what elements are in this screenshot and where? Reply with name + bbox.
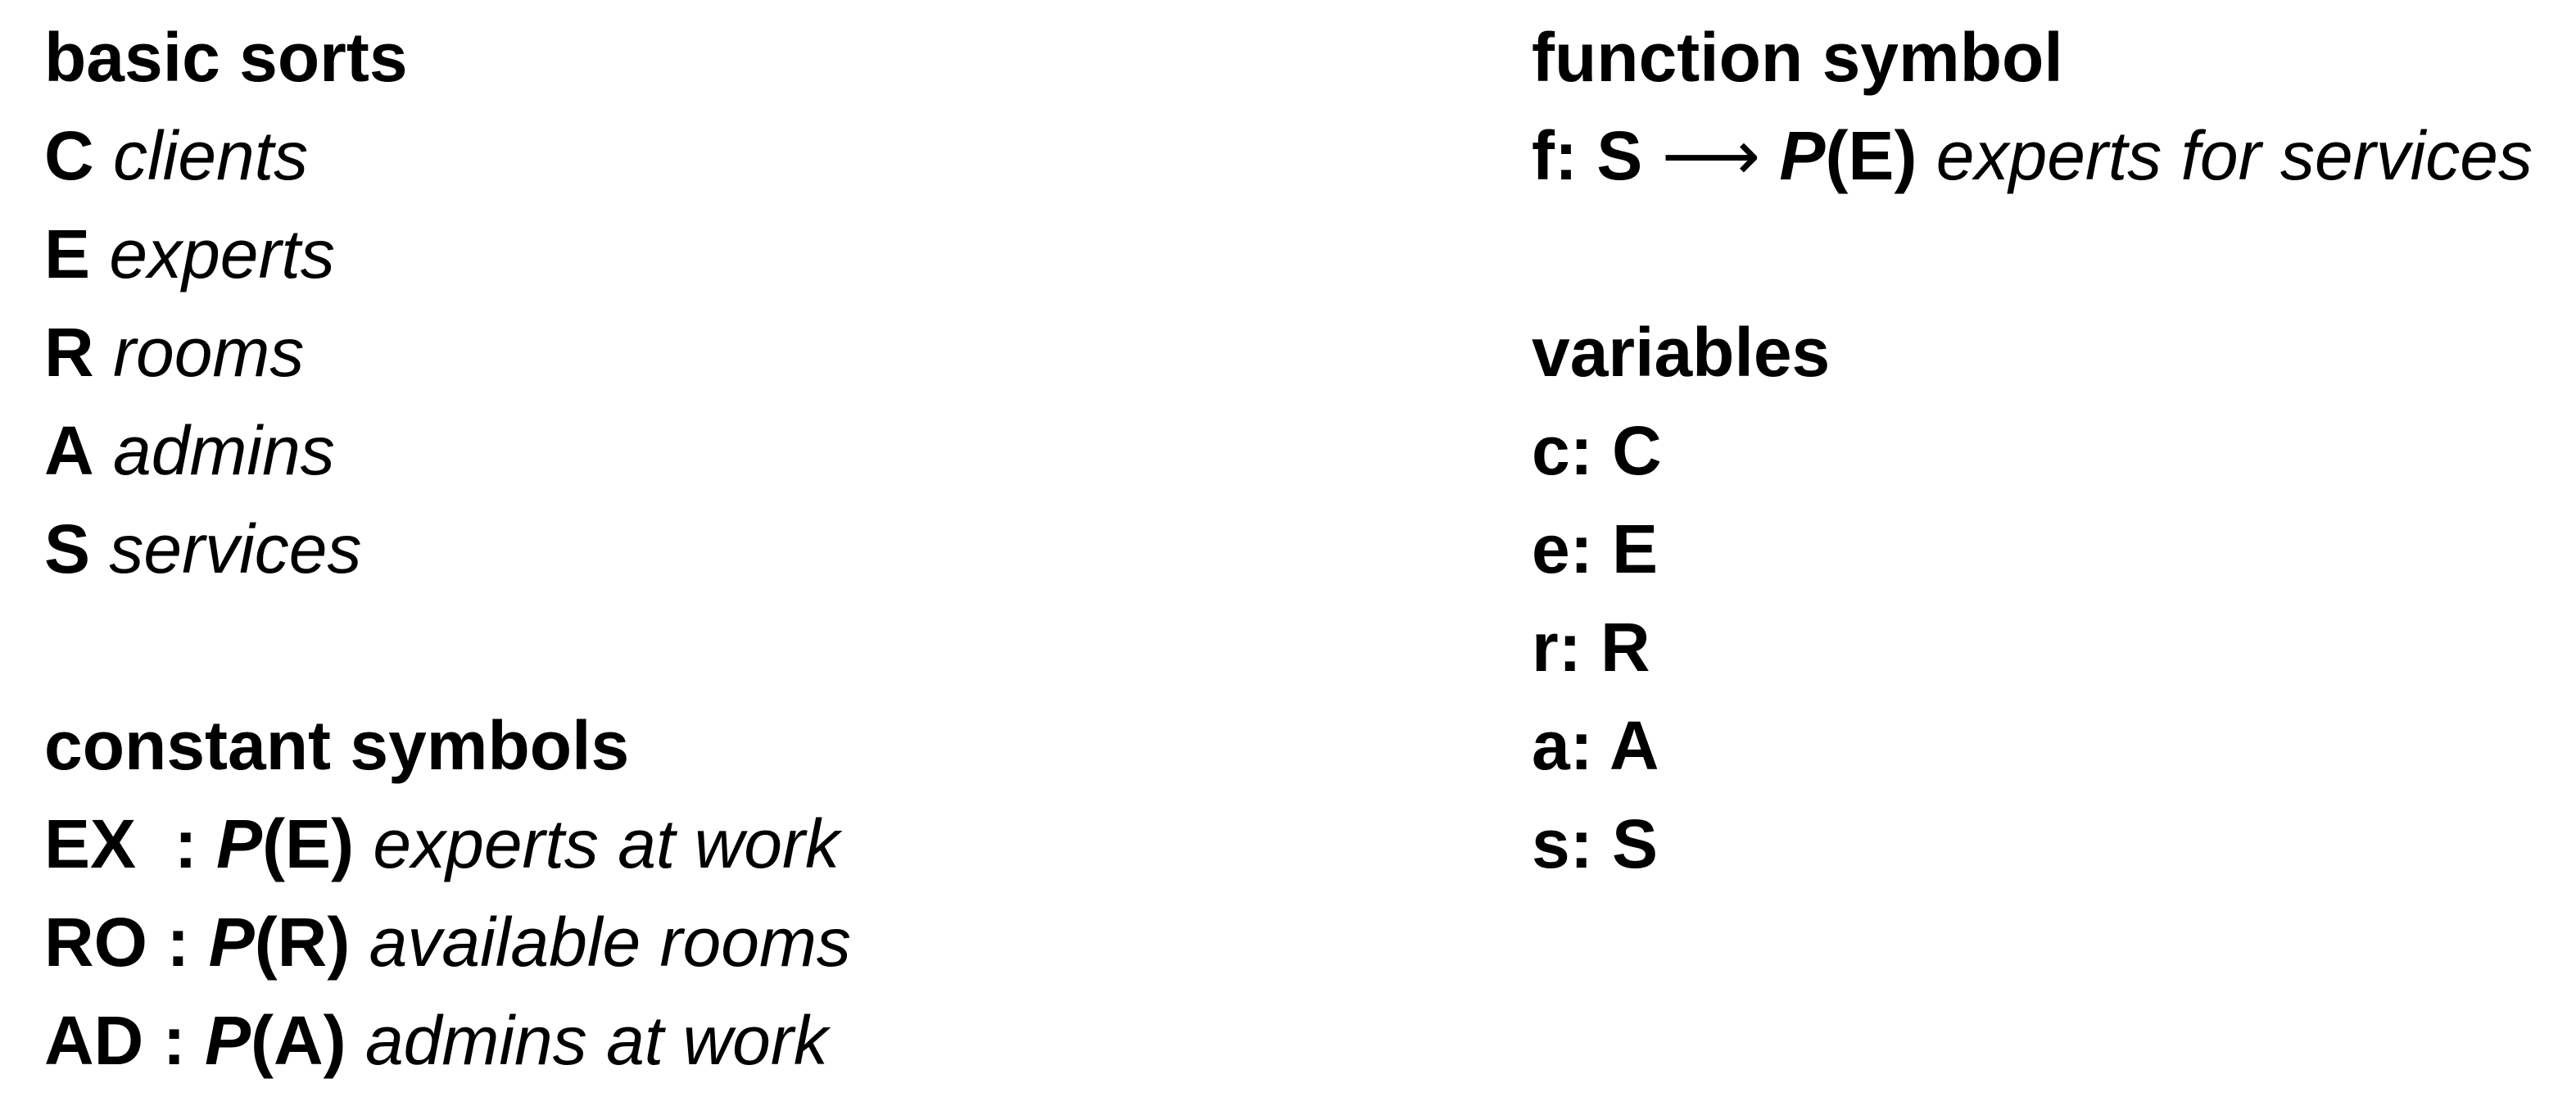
constant-symbols-heading: constant symbols <box>44 707 630 784</box>
powerset-symbol: P <box>208 904 255 981</box>
function-domain: f: S <box>1532 117 1643 194</box>
variable-item: r: R <box>1532 609 1650 686</box>
constant-description: admins at work <box>364 1002 828 1079</box>
constant-name: RO : <box>44 904 190 981</box>
sort-symbol: C <box>44 117 94 194</box>
powerset-argument: (E) <box>1825 117 1917 194</box>
powerset-symbol: P <box>1779 117 1826 194</box>
basic-sorts-heading: basic sorts <box>44 19 408 96</box>
function-signature: f: S ⟶ P(E) experts for services <box>1532 115 2533 197</box>
sort-item: S services <box>44 508 361 590</box>
variable-item: a: A <box>1532 707 1659 784</box>
sort-item: C clients <box>44 115 308 197</box>
constant-description: experts at work <box>373 805 840 882</box>
variables-heading: variables <box>1532 314 1831 391</box>
powerset-argument: (A) <box>251 1002 346 1079</box>
constant-description: available rooms <box>369 904 851 981</box>
powerset-symbol: P <box>216 805 263 882</box>
sort-item: A admins <box>44 410 335 492</box>
powerset-argument: (R) <box>254 904 351 981</box>
variable-item: s: S <box>1532 805 1659 882</box>
sort-description: clients <box>113 117 309 194</box>
constant-name: EX : <box>44 805 197 882</box>
sort-symbol: E <box>44 215 91 292</box>
sort-description: experts <box>109 215 335 292</box>
variable-item: e: E <box>1532 510 1659 587</box>
constant-item: AD : P(A) admins at work <box>44 999 828 1081</box>
right-arrow-icon: ⟶ <box>1661 117 1761 194</box>
constant-name: AD : <box>44 1002 186 1079</box>
sort-symbol: R <box>44 314 94 391</box>
sort-item: E experts <box>44 213 335 295</box>
sort-description: services <box>109 510 362 587</box>
constant-item: RO : P(R) available rooms <box>44 901 851 983</box>
sort-description: rooms <box>113 314 305 391</box>
sort-description: admins <box>113 412 335 489</box>
powerset-symbol: P <box>204 1002 251 1079</box>
constant-item: EX : P(E) experts at work <box>44 803 840 885</box>
sort-item: R rooms <box>44 311 304 393</box>
function-description: experts for services <box>1935 117 2533 194</box>
sort-symbol: S <box>44 510 91 587</box>
variable-item: c: C <box>1532 412 1662 489</box>
powerset-argument: (E) <box>262 805 355 882</box>
sort-symbol: A <box>44 412 94 489</box>
function-symbol-heading: function symbol <box>1532 19 2063 96</box>
